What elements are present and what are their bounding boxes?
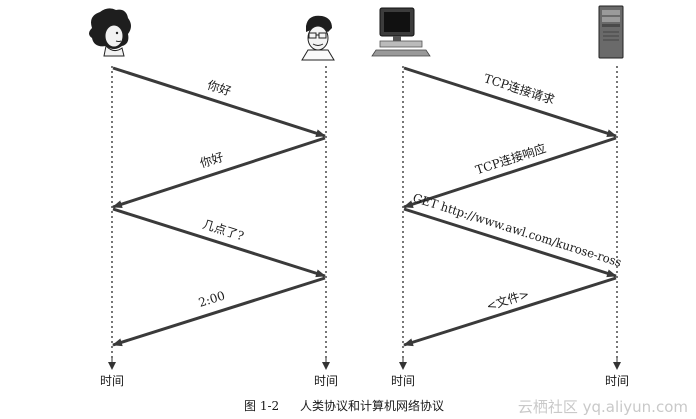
arrow-human-4 <box>112 276 326 347</box>
arrow-human-2 <box>112 136 326 209</box>
figure-number: 图 1-2 <box>244 399 279 413</box>
message-human-2: 你好 <box>198 150 225 171</box>
time-label-server: 时间 <box>605 374 629 388</box>
arrow-network-3 <box>403 207 617 278</box>
time-label-client: 时间 <box>391 374 415 388</box>
time-label-woman: 时间 <box>100 374 124 388</box>
arrow-network-2 <box>403 136 617 209</box>
message-network-1: TCP连接请求 <box>482 70 556 107</box>
message-human-1: 你好 <box>206 78 233 99</box>
arrow-human-3 <box>112 207 326 278</box>
time-label-man: 时间 <box>314 374 338 388</box>
server-tower-icon <box>598 5 624 59</box>
watermark: 云栖社区 yq.aliyun.com <box>518 398 688 416</box>
figure-caption: 人类协议和计算机网络协议 <box>300 398 444 413</box>
arrow-network-4 <box>403 276 617 347</box>
message-network-4: <文件> <box>484 286 531 314</box>
desktop-computer-icon <box>371 7 431 57</box>
arrow-network-1 <box>403 66 617 138</box>
message-human-4: 2:00 <box>197 288 227 309</box>
message-network-3: GET http://www.awl.com/kurose-ross <box>411 191 623 270</box>
woman-person-icon <box>89 8 131 57</box>
arrow-human-1 <box>112 66 326 138</box>
man-with-glasses-icon <box>301 15 335 61</box>
